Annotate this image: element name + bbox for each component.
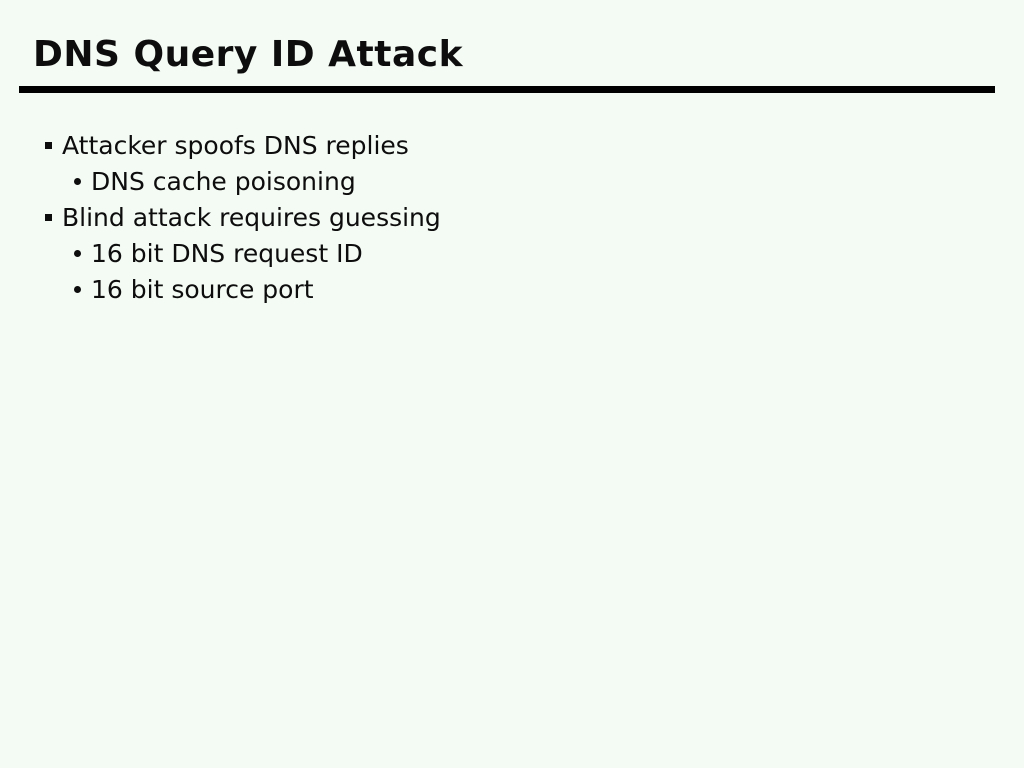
bullet-text: Attacker spoofs DNS replies (62, 130, 409, 160)
bullet-text: 16 bit source port (91, 274, 314, 304)
slide-title: DNS Query ID Attack (33, 34, 464, 75)
list-item: Attacker spoofs DNS replies (0, 127, 441, 163)
round-bullet-icon (74, 249, 81, 257)
list-item: 16 bit DNS request ID (0, 235, 441, 271)
list-item: DNS cache poisoning (0, 163, 441, 199)
title-underline-rule (19, 86, 995, 93)
round-bullet-icon (74, 177, 81, 185)
bullet-text: 16 bit DNS request ID (91, 238, 363, 268)
list-item: 16 bit source port (0, 271, 441, 307)
bullet-list: Attacker spoofs DNS replies DNS cache po… (0, 127, 441, 307)
list-item: Blind attack requires guessing (0, 199, 441, 235)
square-bullet-icon (45, 141, 52, 149)
square-bullet-icon (45, 213, 52, 221)
bullet-text: DNS cache poisoning (91, 166, 356, 196)
bullet-text: Blind attack requires guessing (62, 202, 441, 232)
round-bullet-icon (74, 285, 81, 293)
